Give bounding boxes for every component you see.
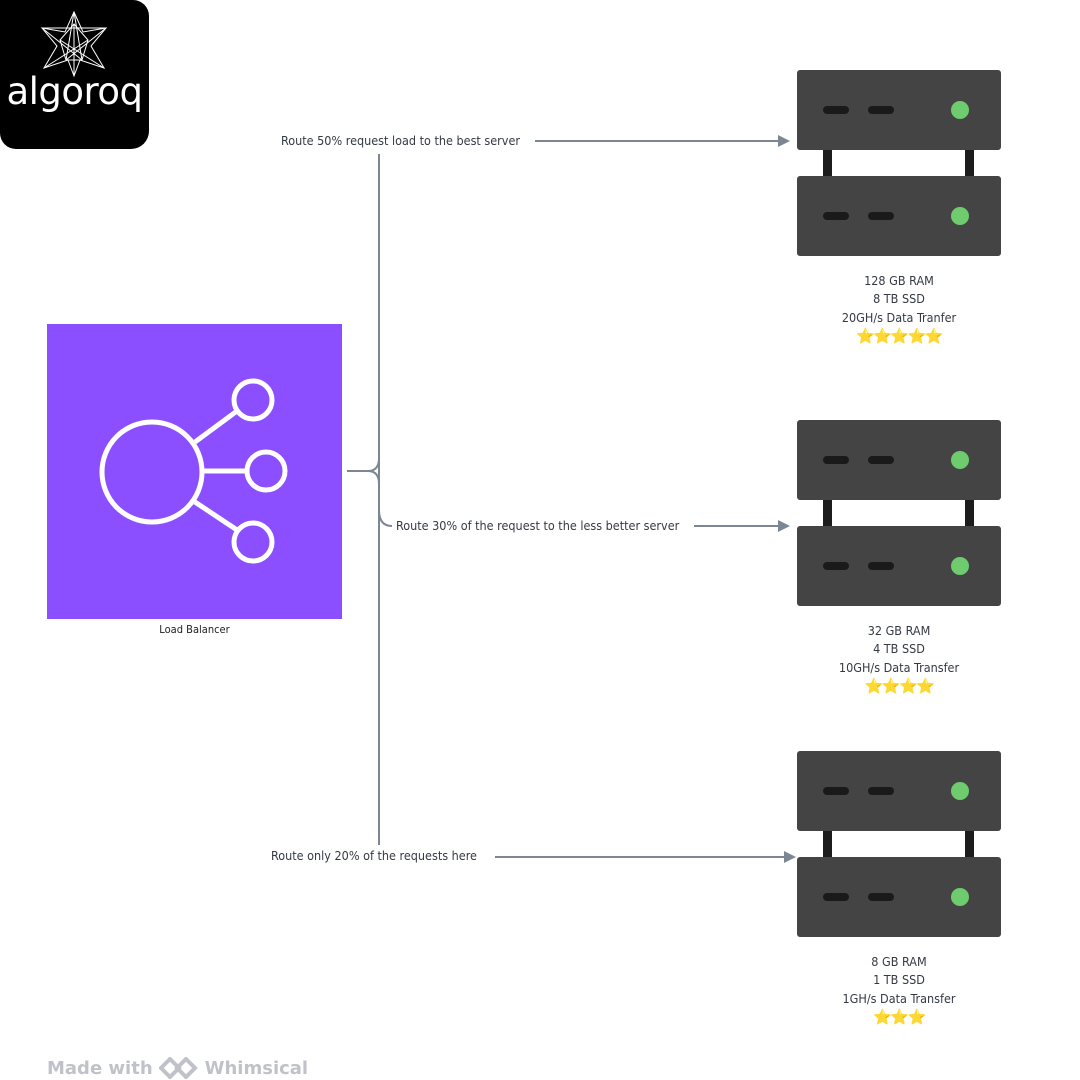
status-led-icon — [951, 207, 969, 225]
server-specs: 8 GB RAM 1 TB SSD 1GH/s Data Transfer ⭐⭐… — [797, 953, 1001, 1026]
server-transfer: 10GH/s Data Transfer — [838, 659, 960, 675]
server-unit-top — [797, 751, 1001, 831]
logo-wordmark: algoroq — [6, 70, 143, 113]
server-ssd: 8 TB SSD — [873, 291, 925, 307]
status-led-icon — [951, 451, 969, 469]
server-unit-top — [797, 70, 1001, 150]
status-led-icon — [951, 101, 969, 119]
server-specs: 32 GB RAM 4 TB SSD 10GH/s Data Transfer … — [797, 622, 1001, 695]
load-balancer-icon — [99, 378, 288, 564]
server-ssd: 1 TB SSD — [873, 972, 925, 988]
load-balancer-box — [47, 324, 342, 619]
server-ram: 128 GB RAM — [864, 273, 934, 288]
server-unit-bottom — [797, 857, 1001, 937]
brace-connector — [347, 154, 380, 845]
whimsical-brand-text: Whimsical — [204, 1057, 309, 1079]
server-ram: 8 GB RAM — [871, 954, 927, 969]
server-unit-bottom — [797, 176, 1001, 256]
arrow-head-3 — [784, 851, 796, 863]
whimsical-logo-icon — [158, 1057, 198, 1079]
load-balancer-label: Load Balancer — [159, 623, 230, 636]
route-label-less-better: Route 30% of the request to the less bet… — [396, 518, 680, 534]
made-with-whimsical[interactable]: Made with Whimsical — [47, 1057, 308, 1079]
server-unit-bottom — [797, 526, 1001, 606]
server-specs: 128 GB RAM 8 TB SSD 20GH/s Data Tranfer … — [797, 272, 1001, 345]
server-rating-stars: ⭐⭐⭐ — [873, 1007, 926, 1026]
status-led-icon — [951, 782, 969, 800]
server-ram: 32 GB RAM — [867, 623, 931, 638]
made-with-text: Made with — [47, 1057, 153, 1079]
server-rating-stars: ⭐⭐⭐⭐ — [864, 676, 935, 695]
server-rating-stars: ⭐⭐⭐⭐⭐ — [856, 326, 943, 345]
status-led-icon — [951, 557, 969, 575]
route-line-2-start — [378, 509, 393, 527]
server-transfer: 1GH/s Data Transfer — [842, 990, 956, 1006]
route-label-best: Route 50% request load to the best serve… — [281, 133, 521, 149]
arrow-head-2 — [778, 520, 790, 532]
star-logo-icon — [40, 10, 108, 78]
algoroq-logo: algoroq — [0, 0, 149, 149]
route-label-remaining: Route only 20% of the requests here — [271, 848, 477, 864]
server-unit-top — [797, 420, 1001, 500]
arrow-head-1 — [778, 135, 790, 147]
status-led-icon — [951, 888, 969, 906]
server-ssd: 4 TB SSD — [873, 641, 925, 657]
server-transfer: 20GH/s Data Tranfer — [841, 309, 957, 325]
